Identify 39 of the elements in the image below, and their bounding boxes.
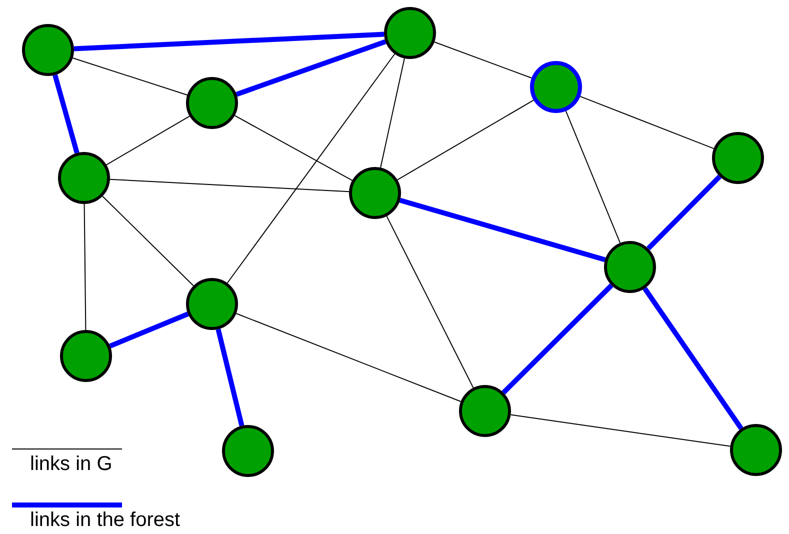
link-line xyxy=(84,204,86,330)
link-line xyxy=(580,96,714,150)
link-line xyxy=(52,74,80,154)
graph-node xyxy=(58,152,110,204)
legend-text: links in G xyxy=(30,453,112,476)
link-line xyxy=(74,32,384,52)
link-line xyxy=(502,284,614,394)
graph-node xyxy=(22,24,74,76)
graph-node xyxy=(712,132,764,184)
link-line xyxy=(109,178,350,192)
link-line xyxy=(399,198,606,262)
link-line xyxy=(396,100,534,180)
link-line xyxy=(642,287,744,430)
link-line xyxy=(236,39,386,97)
link-line xyxy=(380,58,405,168)
graph-node xyxy=(459,385,511,437)
graph-node xyxy=(186,278,238,330)
link-line xyxy=(234,115,353,181)
graph-node xyxy=(604,241,656,293)
graph-node xyxy=(60,330,112,382)
link-line xyxy=(226,54,396,284)
link-line xyxy=(102,196,194,286)
link-line xyxy=(236,313,462,402)
graph-node xyxy=(384,7,436,59)
link-line xyxy=(434,42,532,78)
link-line xyxy=(510,414,731,447)
graph-node xyxy=(730,424,782,476)
link-line xyxy=(386,216,474,388)
graph-node xyxy=(530,61,582,113)
graph-node xyxy=(349,167,401,219)
legend-text: links in the forest xyxy=(30,509,180,532)
link-line xyxy=(72,58,188,96)
graph-node xyxy=(222,425,274,477)
link-line xyxy=(106,116,190,166)
graph-node xyxy=(186,77,238,129)
link-line xyxy=(109,312,189,348)
link-line xyxy=(565,110,621,244)
link-line xyxy=(216,328,244,426)
link-line xyxy=(646,174,722,250)
